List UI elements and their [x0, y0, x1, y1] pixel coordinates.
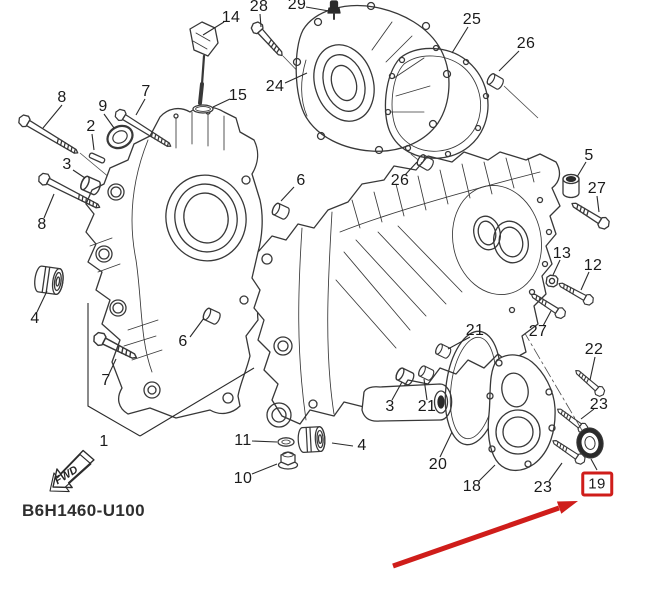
- fwd-arrow-marker: FWD: [49, 449, 95, 493]
- part-label-22: 22: [584, 341, 604, 358]
- part-29-plug: [327, 0, 341, 20]
- pump-cover-drawing: [486, 354, 556, 471]
- part-label-26-b: 26: [390, 172, 410, 189]
- part-label-13: 13: [552, 245, 572, 262]
- part-label-20: 20: [428, 456, 448, 473]
- part-10-drain-bolt: [277, 451, 299, 470]
- part-label-12: 12: [583, 257, 603, 274]
- highlight-arrow: [392, 501, 578, 569]
- part-label-27-b: 27: [528, 323, 548, 340]
- cover-gasket-drawing: [384, 44, 490, 159]
- part-label-4-a: 4: [30, 310, 40, 327]
- part-label-4-b: 4: [357, 437, 367, 454]
- small-parts-drawings: [15, 0, 613, 470]
- part-label-7-b: 7: [101, 372, 111, 389]
- part-label-2: 2: [86, 118, 96, 135]
- part-label-6-a: 6: [296, 172, 306, 189]
- part-label-28: 28: [249, 0, 269, 15]
- part-label-23-a: 23: [589, 396, 609, 413]
- part-label-7-a: 7: [141, 83, 151, 100]
- part-label-8-b: 8: [37, 216, 47, 233]
- part-label-21-b: 21: [417, 398, 437, 415]
- part-label-26-a: 26: [516, 35, 536, 52]
- part-label-3-b: 3: [385, 398, 395, 415]
- part-label-24: 24: [265, 78, 285, 95]
- part-label-18: 18: [462, 478, 482, 495]
- part-2-pin: [88, 152, 106, 164]
- part-label-3-a: 3: [62, 156, 72, 173]
- part-label-21-a: 21: [465, 322, 485, 339]
- part-label-6-b: 6: [178, 333, 188, 350]
- part-label-25: 25: [462, 11, 482, 28]
- part-label-15: 15: [228, 87, 248, 104]
- left-crankcase-drawing: [85, 106, 265, 419]
- part-label-23-b: 23: [533, 479, 553, 496]
- right-crankcase-drawing: [251, 151, 561, 428]
- part-label-29: 29: [287, 0, 307, 13]
- part-label-27-a: 27: [587, 180, 607, 197]
- part-15-oring: [192, 104, 214, 114]
- part-label-9: 9: [98, 98, 108, 115]
- part-label-1: 1: [99, 433, 109, 450]
- part-label-14: 14: [221, 9, 241, 26]
- part-label-5: 5: [584, 147, 594, 164]
- part-11-washer: [277, 437, 295, 447]
- part-label-19-highlighted: 19: [581, 471, 613, 497]
- part-19-oil-seal: [576, 427, 604, 459]
- part-label-11: 11: [234, 432, 252, 449]
- part-9-seal: [106, 124, 134, 150]
- diagram-code: B6H1460-U100: [22, 501, 145, 520]
- leader-lines: [36, 6, 600, 482]
- part-5-dowel: [562, 173, 580, 199]
- part-13-nut: [545, 274, 559, 288]
- part-label-8-a: 8: [57, 89, 67, 106]
- crankcase-cover-drawing: [292, 1, 452, 155]
- part-label-10: 10: [233, 470, 253, 487]
